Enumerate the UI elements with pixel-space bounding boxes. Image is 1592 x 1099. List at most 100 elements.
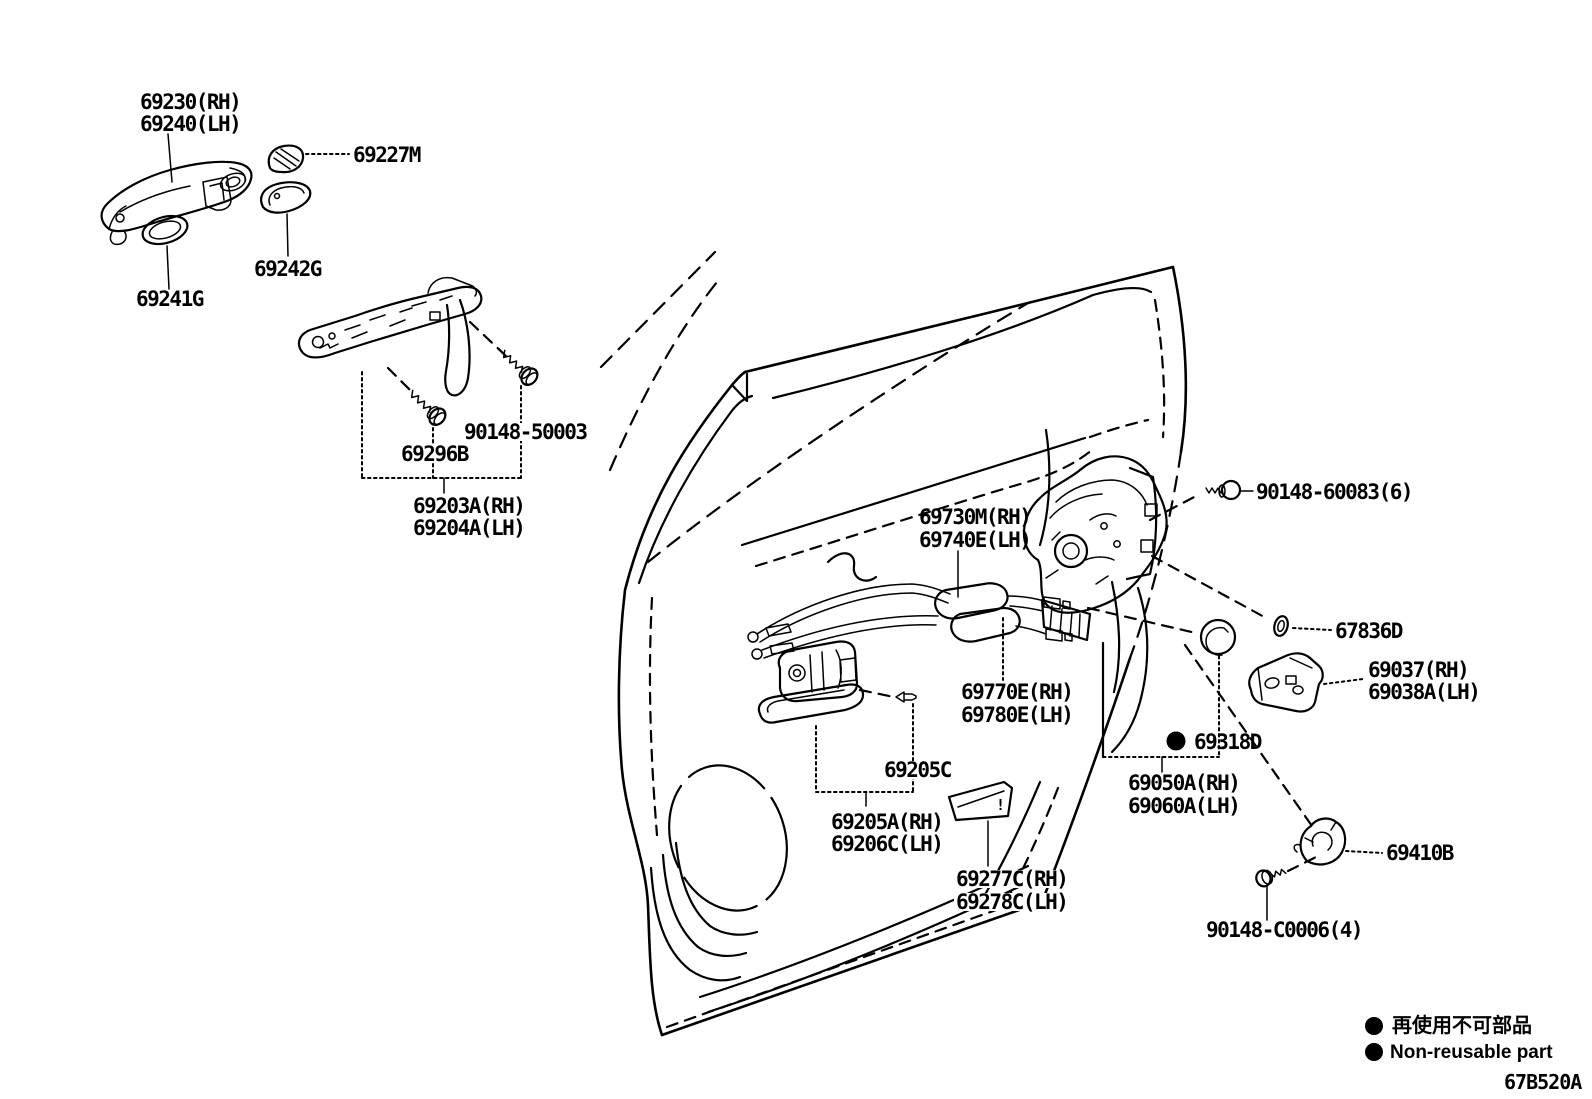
part-label-90148-50003: 90148-50003 (464, 420, 587, 444)
belt-line-dashed-right (1088, 418, 1150, 439)
cable-upper-2 (759, 592, 949, 643)
leader-69230 (167, 133, 173, 183)
handle-gasket (141, 214, 189, 246)
striker-hole-1 (1264, 677, 1280, 689)
cable-cylinder-2 (769, 642, 795, 655)
lock-cylinder-hole (1053, 533, 1089, 569)
legend-text-en: Non-reusable part (1390, 1042, 1553, 1063)
leader-lines (166, 133, 1383, 921)
dot-69410b (1345, 850, 1383, 854)
door-front-edge (617, 370, 747, 1037)
dot-69037 (1323, 678, 1364, 685)
check-screw (1255, 868, 1287, 888)
small-parts-group (947, 479, 1347, 888)
part-label-69296b: 69296B (401, 442, 469, 466)
window-frame-inner-top (771, 286, 1153, 400)
seal-67836d (1273, 615, 1289, 637)
label-bg-69205a-rh (829, 813, 945, 831)
belt-line-2-dashed (754, 448, 1094, 568)
sash-inner-line (637, 394, 754, 585)
cable-end-fitting-2 (1045, 628, 1073, 642)
rear-lower-inner-line (980, 780, 1042, 902)
part-label-69204a-lh: 69204A(LH) (413, 516, 524, 540)
panel-squiggle (826, 552, 878, 582)
part-label-69240-lh: 69240(LH) (140, 112, 240, 136)
dash-screw-check (1286, 855, 1318, 873)
check-bracket-69410b (1299, 817, 1347, 866)
handle-frame-leg (444, 298, 471, 397)
cable-lower (761, 615, 939, 651)
lock-screw-hole-2 (1113, 540, 1121, 548)
lock-control-cables (747, 582, 1073, 660)
cable-right-lower (1015, 625, 1047, 635)
bullet-legend-bullet-jp (1365, 1017, 1383, 1035)
inside-handle-pivot-inner (792, 668, 802, 678)
lock-ridge-2 (1049, 493, 1103, 519)
label-bg-69277c-rh (954, 870, 1070, 888)
bullet-non-reusable-69318d (1166, 731, 1186, 751)
figure-code: 67B520A (1504, 1070, 1582, 1094)
handle-cap-small-hatch (273, 148, 300, 170)
non-reusable-bullets (1166, 731, 1383, 1061)
handle-mount-leg (202, 176, 232, 211)
door-rear-lower-edge (1040, 656, 1132, 904)
front-inner-dashed (648, 596, 659, 837)
handle-end-cap-inner (225, 176, 241, 188)
inside-handle-lever-lines (809, 649, 857, 693)
pad-69277c (947, 780, 1014, 822)
part-label-69206c-lh: 69206C(LH) (831, 832, 942, 856)
lock-latch-plate (1125, 466, 1158, 581)
handle-left-detail (108, 205, 127, 246)
lock-ridge-1 (1055, 479, 1148, 506)
leader-69242g (286, 213, 289, 257)
cable-lower-2 (763, 624, 937, 659)
handle-cap-large-hole (273, 192, 281, 200)
handle-gasket-inner (148, 220, 182, 240)
part-label-69730m-rh: 69730M(RH) (919, 505, 1030, 529)
belt-line (740, 436, 1087, 547)
handle-frame-group (297, 276, 539, 426)
inside-handle-housing (777, 640, 859, 703)
part-label-69410b: 69410B (1386, 841, 1454, 865)
handle-cap-small (267, 144, 305, 174)
label-bg-90148-50003 (462, 423, 590, 441)
cable-end-fitting-1 (1043, 596, 1071, 610)
dash-lock-screw (1148, 492, 1202, 522)
label-bg-69770e-rh (959, 683, 1075, 701)
cable-eyelet-1 (747, 631, 759, 643)
outside-handle-group (100, 144, 312, 246)
handle-frame-hole-2 (328, 332, 336, 340)
part-label-69205a-rh: 69205A(RH) (831, 810, 942, 834)
part-label-67836d: 67836D (1335, 619, 1403, 643)
part-label-69205c: 69205C (884, 758, 952, 782)
cable-sheath-2 (950, 607, 1021, 643)
frame-screw-2 (502, 349, 539, 386)
part-label-69227m: 69227M (353, 143, 421, 167)
part-label-69230-rh: 69230(RH) (140, 90, 240, 114)
inside-handle-group (757, 640, 917, 724)
label-bg-69206c-lh (829, 835, 945, 853)
label-bg-69780e-lh (959, 706, 1075, 724)
pillar-dashed-2 (608, 280, 719, 472)
handle-cap-large (260, 181, 312, 214)
part-label-69060a-lh: 69060A(LH) (1128, 794, 1239, 818)
legend-text-jp: 再使用不可部品 (1392, 1013, 1532, 1037)
part-label-69278c-lh: 69278C(LH) (956, 890, 1067, 914)
dash-frame-screw-1 (386, 366, 416, 396)
label-bg-69205c (882, 761, 954, 779)
part-label-69241g: 69241G (136, 287, 204, 311)
inside-handle-bezel (757, 683, 865, 724)
handle-end-cap (219, 172, 247, 192)
lock-details (1045, 513, 1117, 585)
part-number-labels: 69230(RH)69240(LH)69227M69242G69241G9014… (136, 90, 1481, 942)
striker-hole-2 (1292, 685, 1304, 695)
part-label-69780e-lh: 69780E(LH) (961, 703, 1072, 727)
label-bg-69296b (399, 445, 471, 463)
inner-corner-arc-3 (674, 841, 759, 936)
part-label-69277c-rh: 69277C(RH) (956, 867, 1067, 891)
grommet-69318d (1199, 618, 1237, 656)
bullet-legend-bullet-en (1365, 1043, 1383, 1061)
handle-left-hole (115, 213, 125, 223)
inner-corner-arc-2 (661, 853, 748, 958)
